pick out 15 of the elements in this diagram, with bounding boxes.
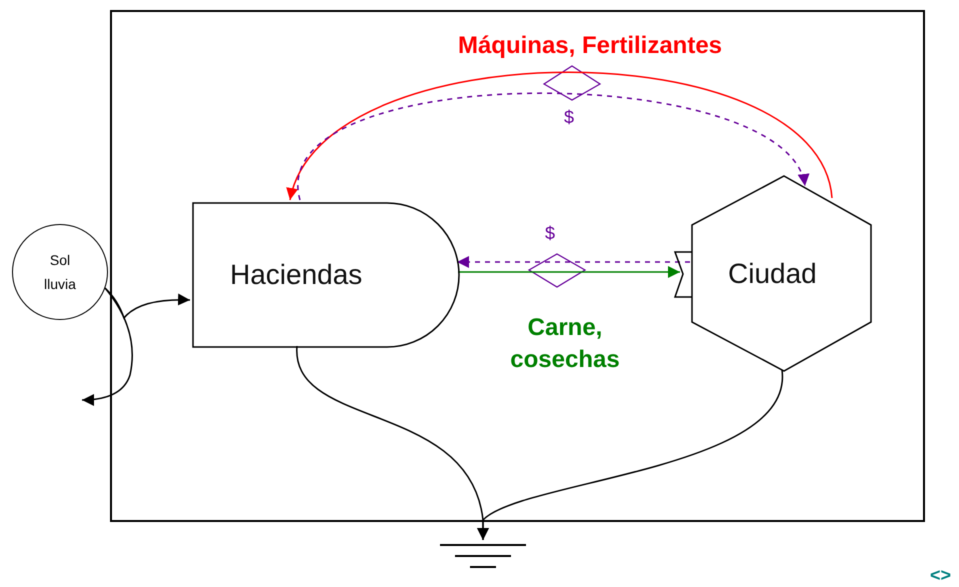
storage-tank	[192, 202, 460, 348]
currency-label: $	[545, 222, 556, 245]
node-label: Sol lluvia	[44, 252, 76, 292]
arrow	[477, 370, 783, 540]
node-label: Ciudad	[728, 258, 817, 288]
node-label: Haciendas	[230, 259, 362, 290]
edge-label: Carne, cosechas	[509, 313, 621, 375]
arrow	[82, 288, 133, 406]
edge-label: Máquinas, Fertilizantes	[456, 31, 724, 61]
arrow	[104, 287, 190, 319]
consumer-hexagon	[672, 175, 872, 372]
nav-label: <>	[930, 564, 952, 587]
dashed-arrow	[457, 256, 690, 268]
system-boundary	[110, 10, 925, 522]
arrow	[458, 266, 680, 278]
